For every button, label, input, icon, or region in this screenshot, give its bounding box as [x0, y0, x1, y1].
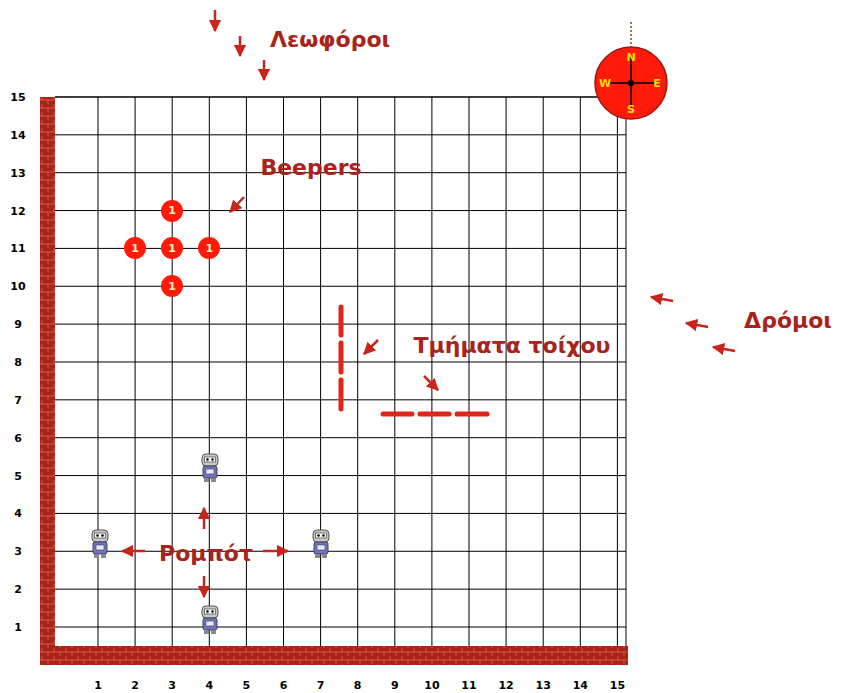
avenue-number: 5: [243, 679, 251, 692]
beeper-count: 1: [168, 242, 176, 255]
beeper: 1: [161, 200, 183, 222]
avenue-number: 2: [131, 679, 139, 692]
avenues-callout: Λεωφόροι: [270, 27, 390, 52]
street-number: 9: [14, 318, 22, 331]
avenue-number: 12: [498, 679, 513, 692]
avenue-number: 7: [317, 679, 325, 692]
avenue-number: 11: [461, 679, 476, 692]
street-number: 7: [14, 393, 22, 406]
street-number: 13: [10, 166, 25, 179]
avenue-number: 8: [354, 679, 362, 692]
robots-callout: Ρομπότ: [159, 541, 253, 566]
avenue-number: 14: [573, 679, 588, 692]
street-number: 11: [10, 242, 25, 255]
street-number: 10: [10, 280, 25, 293]
street-number: 12: [10, 204, 25, 217]
street-number: 2: [14, 583, 22, 596]
street-number: 5: [14, 469, 22, 482]
avenue-number: 9: [391, 679, 399, 692]
avenue-number: 4: [205, 679, 213, 692]
street-number: 6: [14, 431, 22, 444]
avenue-number: 6: [280, 679, 288, 692]
compass-letter: N: [626, 51, 635, 64]
beepers-callout: Beepers: [260, 155, 361, 180]
beeper-count: 1: [168, 204, 176, 217]
street-number: 8: [14, 355, 22, 368]
streets-callout: Δρόμοι: [744, 308, 832, 333]
avenue-number: 3: [168, 679, 176, 692]
compass-rose: N E S W: [595, 47, 667, 119]
beeper: 1: [161, 237, 183, 259]
street-number: 1: [14, 621, 22, 634]
beeper: 1: [161, 275, 183, 297]
compass-letter: E: [653, 77, 661, 90]
beeper-count: 1: [168, 280, 176, 293]
street-number: 14: [10, 128, 25, 141]
beeper: 1: [124, 237, 146, 259]
street-number: 3: [14, 545, 22, 558]
beeper: 1: [198, 237, 220, 259]
street-number: 15: [10, 90, 25, 103]
beeper-count: 1: [205, 242, 213, 255]
avenue-number: 15: [610, 679, 625, 692]
avenue-number: 13: [536, 679, 551, 692]
walls-callout: Τμήματα τοίχου: [414, 333, 611, 358]
compass-letter: S: [627, 103, 635, 116]
street-number: 4: [14, 507, 22, 520]
avenue-number: 1: [94, 679, 102, 692]
avenue-number: 10: [424, 679, 439, 692]
compass-letter: W: [599, 77, 611, 90]
beeper-count: 1: [131, 242, 139, 255]
